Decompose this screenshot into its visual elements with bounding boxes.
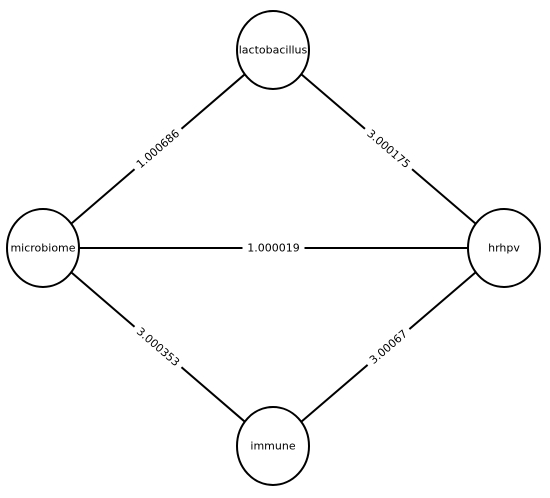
node-label: microbiome xyxy=(10,242,75,255)
node-label: lactobacillus xyxy=(239,44,308,57)
edge-label-background xyxy=(359,122,418,176)
edge-label: 3.000175 xyxy=(364,127,412,171)
edge-label-background xyxy=(129,122,187,176)
edge-label-group: 1.000686 xyxy=(129,122,187,176)
edge-label: 3.000353 xyxy=(134,325,182,369)
node-immune: immune xyxy=(236,406,310,486)
node-circle xyxy=(467,208,541,288)
node-circle xyxy=(236,406,310,486)
node-hrhpv: hrhpv xyxy=(467,208,541,288)
edge-label-group: 3.00067 xyxy=(362,323,415,371)
edge-label-background xyxy=(129,320,187,374)
edge-label: 1.000686 xyxy=(134,127,182,171)
node-label: hrhpv xyxy=(488,242,520,255)
node-lactobacillus: lactobacillus xyxy=(236,10,310,90)
edge-label-background xyxy=(362,323,415,371)
node-label: immune xyxy=(250,440,295,453)
node-circle xyxy=(236,10,310,90)
node-circle xyxy=(6,208,80,288)
edge-label-group: 3.000175 xyxy=(359,122,418,176)
edge-label: 1.000019 xyxy=(247,242,300,255)
node-microbiome: microbiome xyxy=(6,208,80,288)
edge-label: 3.00067 xyxy=(367,327,410,366)
edge-label-group: 1.000019 xyxy=(242,240,305,256)
edge-label-group: 3.000353 xyxy=(129,320,187,374)
nodes-layer: lactobacillus microbiome hrhpv immune xyxy=(6,10,541,486)
edge-label-background xyxy=(242,240,305,256)
